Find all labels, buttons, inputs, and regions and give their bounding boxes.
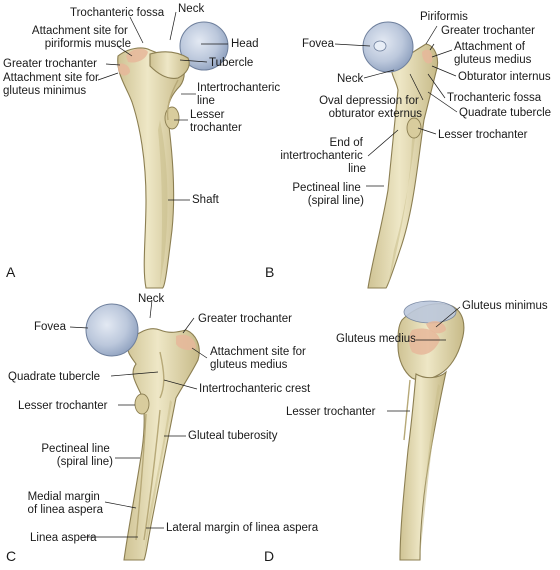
femur-c — [123, 328, 200, 561]
fovea-b — [373, 40, 387, 52]
label-b-pectineal-line: Pectineal line (spiral line) — [292, 182, 364, 207]
label-b-piriformis: Piriformis — [420, 11, 468, 23]
label-b-obturator-internus: Obturator internus — [458, 71, 551, 83]
femur-b — [367, 43, 439, 289]
panel-b: Piriformis Greater trochanter Fovea Atta… — [265, 11, 551, 289]
label-a-attachment-piriformis: Attachment site for piriformis muscle — [32, 25, 131, 50]
label-a-greater-trochanter: Greater trochanter — [3, 58, 97, 70]
lesser-trochanter-b — [406, 117, 422, 139]
label-a-intertrochanteric-line: Intertrochanteric line — [197, 82, 283, 107]
label-c-medial-margin: Medial margin of linea aspera — [28, 491, 104, 516]
label-a-attachment-gluteus-minimus: Attachment site for gluteus minimus — [3, 72, 102, 97]
panel-letter-d: D — [264, 548, 274, 564]
shaft-d — [399, 370, 447, 561]
panel-letter-a: A — [6, 264, 16, 280]
panel-a: Trochanteric fossa Neck Attachment site … — [3, 3, 283, 289]
label-c-linea-aspera: Linea aspera — [30, 532, 97, 544]
label-a-lesser-trochanter: Lesser trochanter — [190, 109, 242, 134]
panel-letter-b: B — [265, 264, 274, 280]
label-c-intertrochanteric-crest: Intertrochanteric crest — [199, 383, 311, 395]
label-c-attachment-gluteus-medius: Attachment site for gluteus medius — [210, 346, 309, 371]
label-c-lesser-trochanter: Lesser trochanter — [18, 400, 108, 412]
label-b-oval-depression: Oval depression for obturator externus — [319, 95, 422, 120]
label-a-head: Head — [231, 38, 259, 50]
label-c-gluteal-tuberosity: Gluteal tuberosity — [188, 430, 278, 442]
attachment-gluteus-medius-d — [409, 328, 440, 355]
label-b-quadrate-tubercle: Quadrate tubercle — [459, 107, 551, 119]
label-d-gluteus-medius: Gluteus medius — [336, 333, 416, 345]
label-a-tubercle: Tubercle — [209, 57, 253, 69]
femoral-head-b — [362, 21, 414, 73]
label-c-neck: Neck — [138, 293, 164, 305]
lesser-trochanter-a — [164, 106, 180, 130]
label-b-lesser-trochanter: Lesser trochanter — [438, 129, 528, 141]
panel-letter-c: C — [6, 548, 16, 564]
label-b-end-intertrochanteric: End of intertrochanteric line — [280, 137, 366, 175]
femur-a — [117, 47, 185, 289]
label-a-shaft: Shaft — [192, 194, 220, 206]
label-a-trochanteric-fossa: Trochanteric fossa — [70, 7, 165, 19]
femoral-head-a — [179, 21, 229, 71]
lesser-trochanter-c — [134, 393, 150, 415]
label-b-attachment-gluteus-medius: Attachment of gluteus medius — [454, 41, 532, 66]
label-d-lesser-trochanter: Lesser trochanter — [286, 406, 376, 418]
panel-c: Neck Greater trochanter Fovea Attachment… — [6, 293, 319, 564]
label-b-greater-trochanter: Greater trochanter — [441, 25, 535, 37]
panel-d: Gluteus minimus Gluteus medius Lesser tr… — [264, 300, 548, 564]
label-c-pectineal-line: Pectineal line (spiral line) — [41, 443, 113, 468]
attachment-gluteus-minimus-a — [118, 63, 130, 76]
label-b-fovea: Fovea — [302, 38, 335, 50]
label-c-fovea: Fovea — [34, 321, 67, 333]
label-d-gluteus-minimus: Gluteus minimus — [462, 300, 548, 312]
attachment-piriformis-a — [126, 48, 148, 63]
label-c-quadrate-tubercle: Quadrate tubercle — [8, 371, 100, 383]
label-c-lateral-margin: Lateral margin of linea aspera — [166, 522, 319, 534]
attachment-gluteus-minimus-d — [426, 321, 446, 334]
attachment-gluteus-medius-b — [422, 49, 433, 64]
label-b-neck: Neck — [337, 73, 363, 85]
label-c-greater-trochanter: Greater trochanter — [198, 313, 292, 325]
femoral-head-c — [85, 303, 139, 357]
label-a-neck: Neck — [178, 3, 204, 15]
attachment-gluteus-medius-c — [176, 334, 196, 351]
label-b-trochanteric-fossa: Trochanteric fossa — [447, 92, 542, 104]
